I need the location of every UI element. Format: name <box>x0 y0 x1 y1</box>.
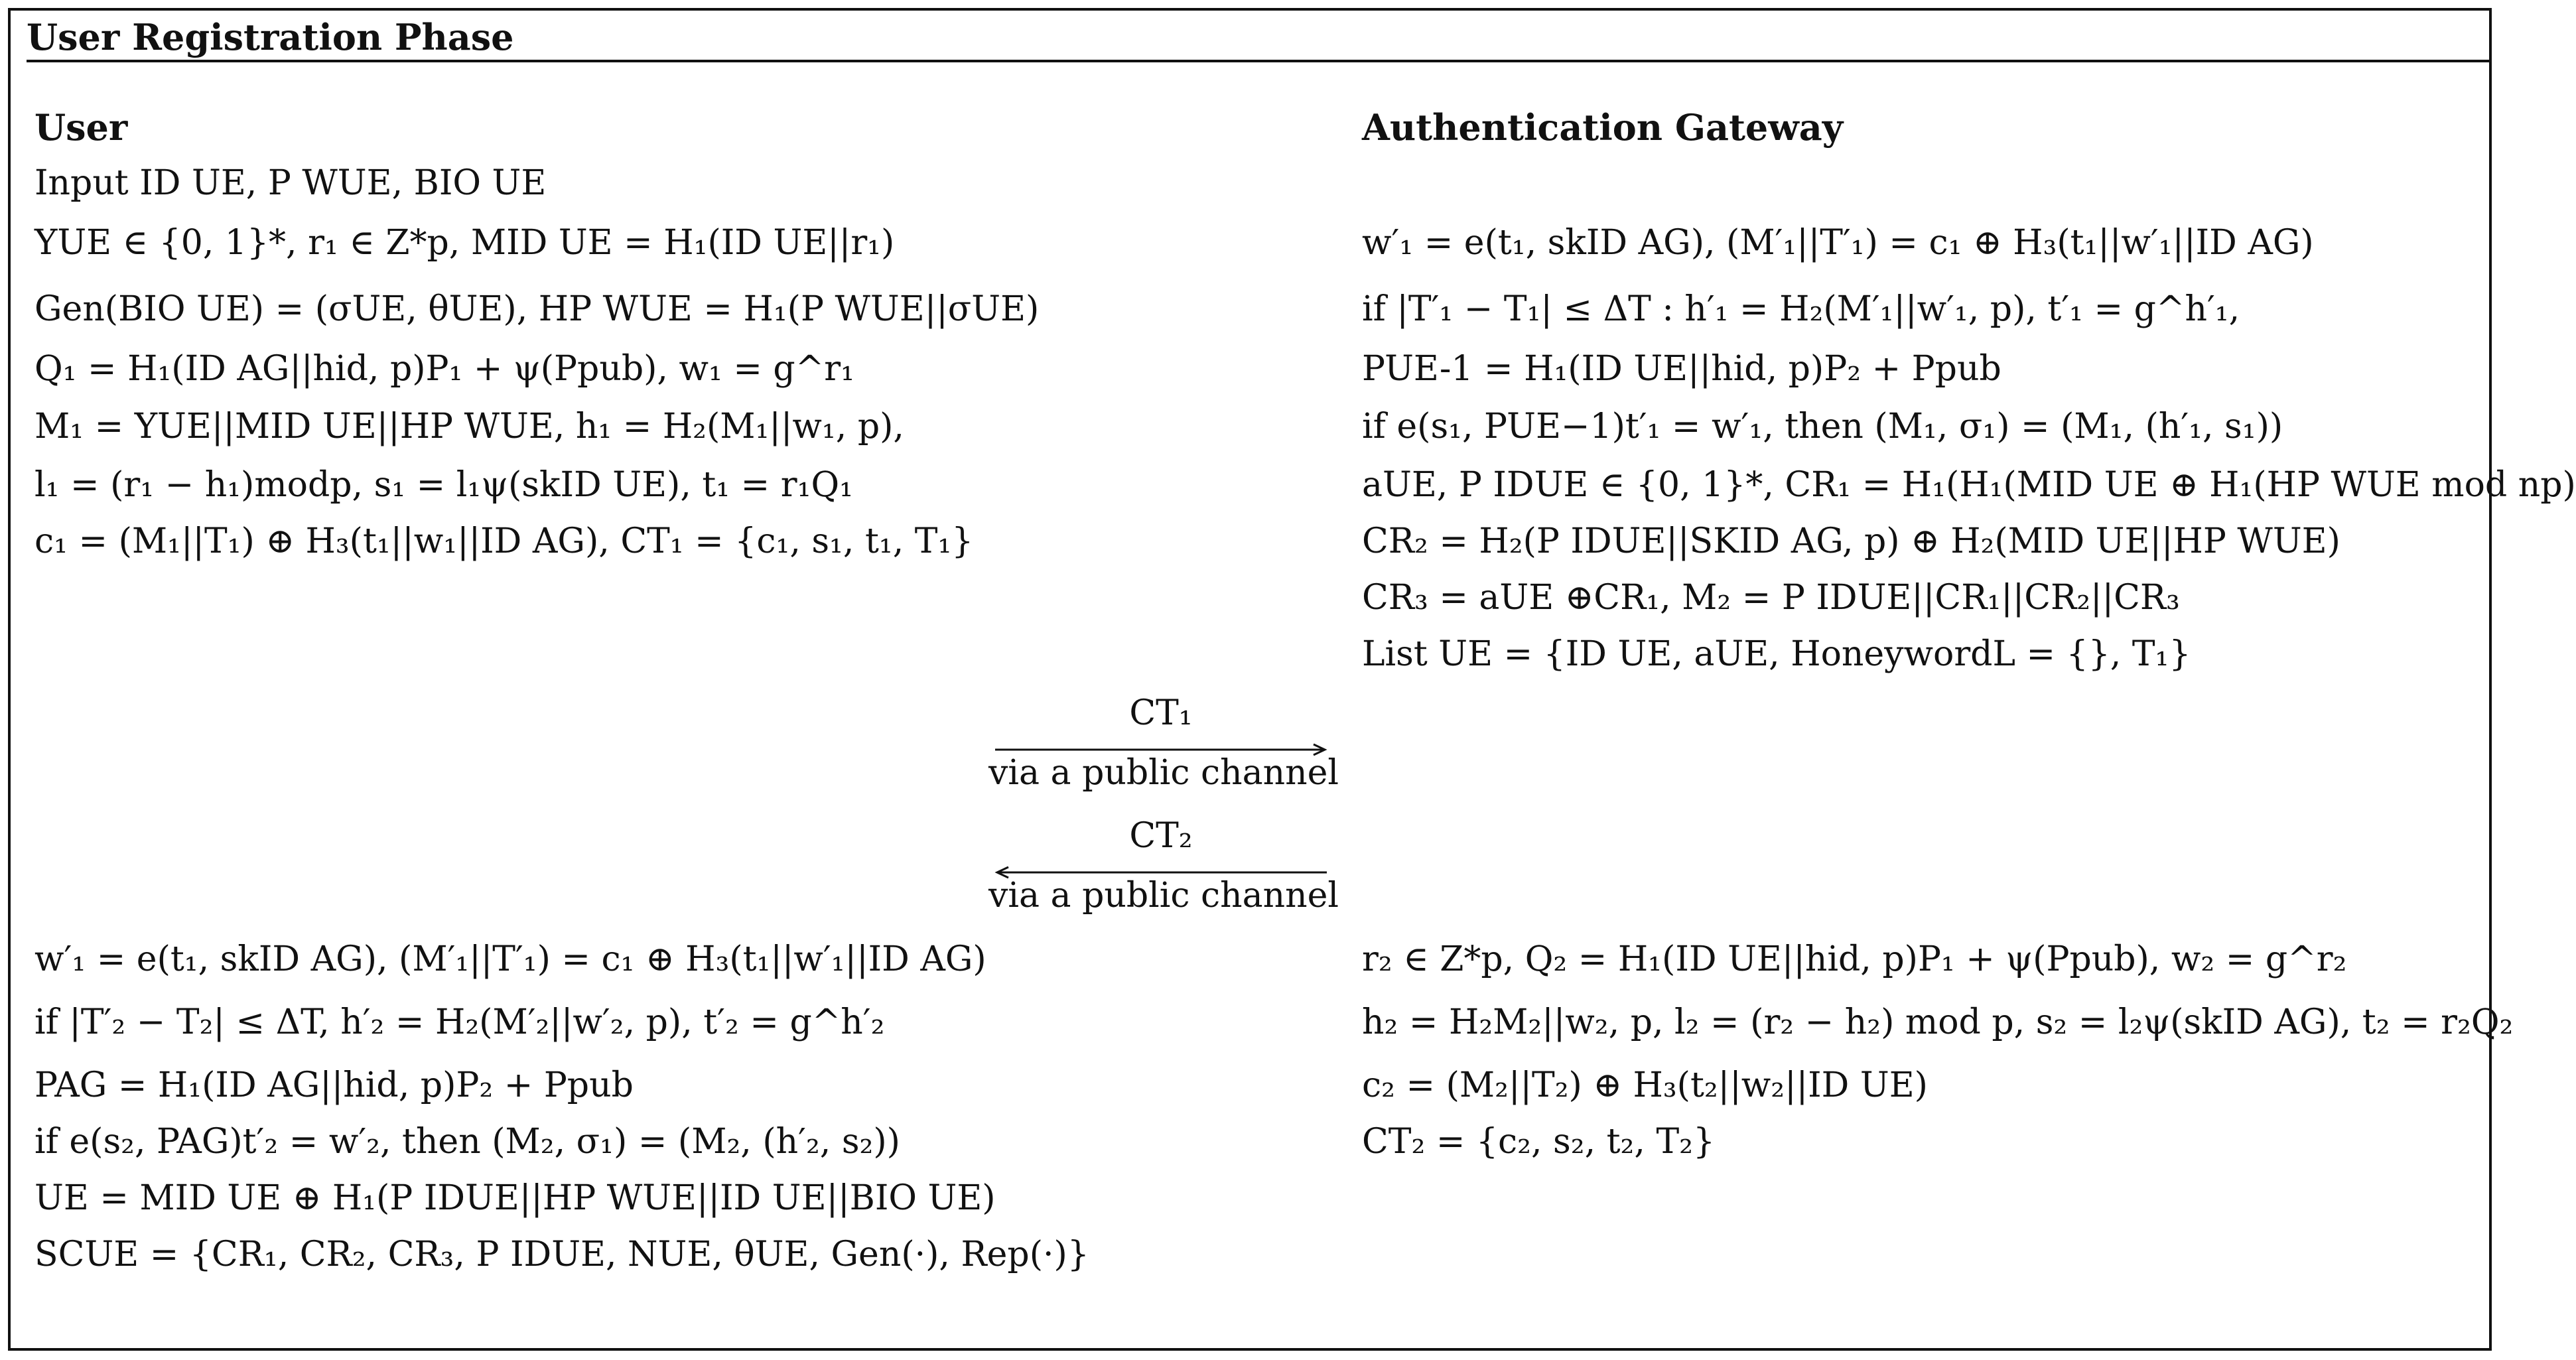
user-step: if e(s₂, PAG)t′₂ = w′₂, then (M₂, σ₁) = … <box>34 1122 900 1162</box>
user-step: Q₁ = H₁(ID AG||hid, p)P₁ + ψ(Ppub), w₁ =… <box>34 349 854 389</box>
message-ct1-channel: via a public channel <box>988 753 1339 793</box>
user-step: UE = MID UE ⊕ H₁(P IDUE||HP WUE||ID UE||… <box>34 1178 996 1218</box>
phase-title: User Registration Phase <box>27 16 514 58</box>
gateway-step: h₂ = H₂M₂||w₂, p, l₂ = (r₂ − h₂) mod p, … <box>1362 1002 2514 1042</box>
user-step: if |T′₂ − T₂| ≤ ΔT, h′₂ = H₂(M′₂||w′₂, p… <box>34 1002 885 1042</box>
gateway-step: CT₂ = {c₂, s₂, t₂, T₂} <box>1362 1122 1716 1162</box>
gateway-step: aUE, P IDUE ∈ {0, 1}*, CR₁ = H₁(H₁(MID U… <box>1362 465 2576 505</box>
gateway-step: CR₂ = H₂(P IDUE||SKID AG, p) ⊕ H₂(MID UE… <box>1362 521 2340 561</box>
user-step: l₁ = (r₁ − h₁)modp, s₁ = l₁ψ(skID UE), t… <box>34 465 853 505</box>
gateway-step: w′₁ = e(t₁, skID AG), (M′₁||T′₁) = c₁ ⊕ … <box>1362 223 2314 263</box>
gateway-step: CR₃ = aUE ⊕CR₁, M₂ = P IDUE||CR₁||CR₂||C… <box>1362 578 2180 618</box>
title-divider <box>27 60 2489 62</box>
gateway-step: PUE-1 = H₁(ID UE||hid, p)P₂ + Ppub <box>1362 349 2001 389</box>
gateway-heading: Authentication Gateway <box>1362 106 1844 149</box>
diagram-frame <box>8 8 2492 1351</box>
gateway-step: r₂ ∈ Z*p, Q₂ = H₁(ID UE||hid, p)P₁ + ψ(P… <box>1362 939 2347 979</box>
user-step: SCUE = {CR₁, CR₂, CR₃, P IDUE, NUE, θUE,… <box>34 1235 1089 1274</box>
user-heading: User <box>34 106 128 149</box>
gateway-step: List UE = {ID UE, aUE, HoneywordL = {}, … <box>1362 634 2191 674</box>
gateway-step: if e(s₁, PUE−1)t′₁ = w′₁, then (M₁, σ₁) … <box>1362 407 2283 446</box>
user-step: c₁ = (M₁||T₁) ⊕ H₃(t₁||w₁||ID AG), CT₁ =… <box>34 521 974 561</box>
user-step: Gen(BIO UE) = (σUE, θUE), HP WUE = H₁(P … <box>34 289 1040 329</box>
user-step: M₁ = YUE||MID UE||HP WUE, h₁ = H₂(M₁||w₁… <box>34 407 904 446</box>
left-arrow-icon <box>994 866 1327 879</box>
message-ct2-label: CT₂ <box>1129 816 1193 856</box>
message-ct1-label: CT₁ <box>1129 693 1193 733</box>
right-arrow-icon <box>995 743 1327 756</box>
user-step: w′₁ = e(t₁, skID AG), (M′₁||T′₁) = c₁ ⊕ … <box>34 939 986 979</box>
gateway-step: c₂ = (M₂||T₂) ⊕ H₃(t₂||w₂||ID UE) <box>1362 1065 1928 1105</box>
message-exchange: CT₁ via a public channel CT₂ via a publi… <box>988 680 1339 932</box>
gateway-step: if |T′₁ − T₁| ≤ ΔT : h′₁ = H₂(M′₁||w′₁, … <box>1362 289 2240 329</box>
message-ct2-channel: via a public channel <box>988 876 1339 916</box>
user-step: Input ID UE, P WUE, BIO UE <box>34 163 547 203</box>
user-step: YUE ∈ {0, 1}*, r₁ ∈ Z*p, MID UE = H₁(ID … <box>34 223 895 263</box>
user-step: PAG = H₁(ID AG||hid, p)P₂ + Ppub <box>34 1065 634 1105</box>
